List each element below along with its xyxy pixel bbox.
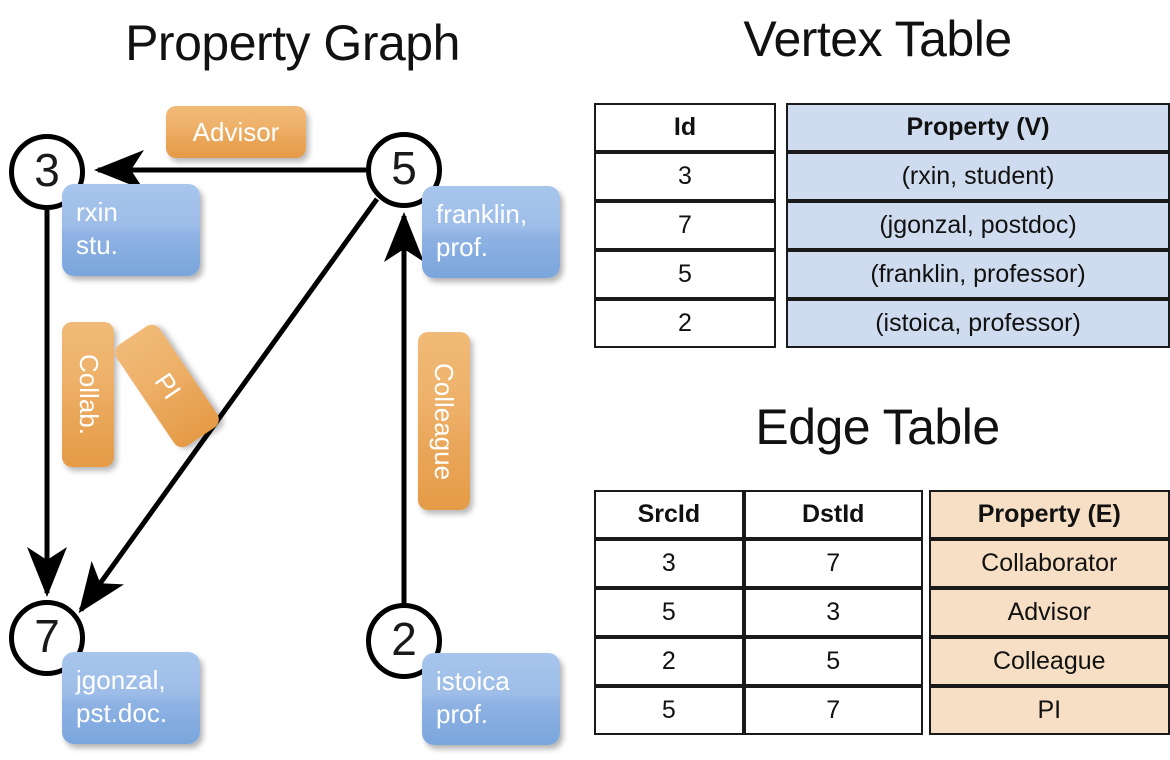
page-title-vertex-table: Vertex Table <box>743 11 1012 67</box>
vertex-cell-property-3: (istoica, professor) <box>786 299 1170 348</box>
edge-property-box-colleague: Colleague <box>418 332 470 510</box>
graph-node-2-label: 2 <box>391 613 417 665</box>
edge-cell-src-3: 5 <box>594 686 744 735</box>
vertex-table-column-gap <box>776 103 786 152</box>
edge-table-column-gap <box>922 539 929 588</box>
edge-table-header-srcid: SrcId <box>594 490 744 539</box>
edge-property-box-advisor-label: Advisor <box>192 116 280 147</box>
edge-cell-dst-2: 5 <box>743 637 923 686</box>
table-row: 2 (istoica, professor) <box>594 299 1170 348</box>
vertex-property-box-2-line2: prof. <box>436 699 489 730</box>
graph-node-3-label: 3 <box>34 144 60 196</box>
edge-table-column-gap <box>922 588 929 637</box>
property-graph-diagram: 3 5 7 2 rxin stu. franklin, prof. jgonza… <box>9 106 560 745</box>
vertex-property-box-3-line2: stu. <box>76 230 118 261</box>
vertex-table-column-gap <box>776 152 786 201</box>
edge-table-header-dstid: DstId <box>743 490 923 539</box>
vertex-cell-id-0: 3 <box>594 152 776 201</box>
vertex-property-box-2: istoica prof. <box>422 653 560 745</box>
edge-property-box-advisor: Advisor <box>166 106 306 158</box>
edge-cell-dst-1: 3 <box>743 588 923 637</box>
edge-cell-property-0: Collaborator <box>928 539 1170 588</box>
table-row: 7 (jgonzal, postdoc) <box>594 201 1170 250</box>
vertex-table-header-property: Property (V) <box>786 103 1170 152</box>
page-title-property-graph: Property Graph <box>125 15 460 71</box>
vertex-property-box-5-line1: franklin, <box>436 199 528 229</box>
edge-table-header-row: SrcId DstId Property (E) <box>594 490 1170 539</box>
vertex-property-box-7: jgonzal, pst.doc. <box>62 652 200 744</box>
vertex-property-box-5: franklin, prof. <box>422 186 560 278</box>
vertex-property-box-3-line1: rxin <box>76 197 118 227</box>
table-row: 2 5 Colleague <box>594 637 1170 686</box>
graph-node-5-label: 5 <box>391 142 417 194</box>
vertex-table-column-gap <box>776 201 786 250</box>
table-row: 5 3 Advisor <box>594 588 1170 637</box>
edge-property-box-pi-label: PI <box>148 367 187 405</box>
vertex-cell-id-3: 2 <box>594 299 776 348</box>
edge-property-box-colleague-label: Colleague <box>429 362 460 480</box>
edge-cell-src-1: 5 <box>594 588 744 637</box>
vertex-property-box-3: rxin stu. <box>62 184 200 276</box>
vertex-property-box-7-line1: jgonzal, <box>76 665 166 695</box>
vertex-property-box-7-line2: pst.doc. <box>76 698 168 729</box>
table-row: 3 7 Collaborator <box>594 539 1170 588</box>
edge-cell-src-2: 2 <box>594 637 744 686</box>
edge-cell-property-1: Advisor <box>928 588 1170 637</box>
vertex-table-column-gap <box>776 250 786 299</box>
edge-arrow-pi <box>78 197 380 614</box>
edge-table-column-gap <box>922 686 929 735</box>
edge-cell-dst-3: 7 <box>743 686 923 735</box>
edge-table-column-gap <box>922 637 929 686</box>
edge-cell-property-3: PI <box>928 686 1170 735</box>
vertex-table-header-row: Id Property (V) <box>594 103 1170 152</box>
graph-node-5[interactable]: 5 <box>366 132 442 208</box>
vertex-cell-property-0: (rxin, student) <box>786 152 1170 201</box>
vertex-cell-property-1: (jgonzal, postdoc) <box>786 201 1170 250</box>
table-row: 3 (rxin, student) <box>594 152 1170 201</box>
vertex-cell-id-2: 5 <box>594 250 776 299</box>
edge-cell-src-0: 3 <box>594 539 744 588</box>
edge-cell-dst-0: 7 <box>743 539 923 588</box>
graph-edges-layer <box>27 150 424 614</box>
edge-property-box-collab-label: Collab. <box>73 354 104 435</box>
vertex-property-box-5-line2: prof. <box>436 232 489 263</box>
edge-cell-property-2: Colleague <box>928 637 1170 686</box>
table-row: 5 7 PI <box>594 686 1170 735</box>
edge-property-box-collab: Collab. <box>62 322 114 467</box>
graph-node-7-label: 7 <box>34 610 60 662</box>
vertex-cell-property-2: (franklin, professor) <box>786 250 1170 299</box>
vertex-table: Id Property (V) 3 (rxin, student) 7 (jgo… <box>594 103 1170 348</box>
vertex-table-column-gap <box>776 299 786 348</box>
vertex-cell-id-1: 7 <box>594 201 776 250</box>
page-title-edge-table: Edge Table <box>755 399 1000 455</box>
vertex-property-box-2-line1: istoica <box>436 666 510 696</box>
edge-table-column-gap <box>922 490 929 539</box>
edge-table: SrcId DstId Property (E) 3 7 Collaborato… <box>594 490 1170 735</box>
table-row: 5 (franklin, professor) <box>594 250 1170 299</box>
edge-table-header-property: Property (E) <box>928 490 1170 539</box>
graph-node-2[interactable]: 2 <box>366 603 442 679</box>
vertex-table-header-id: Id <box>594 103 776 152</box>
